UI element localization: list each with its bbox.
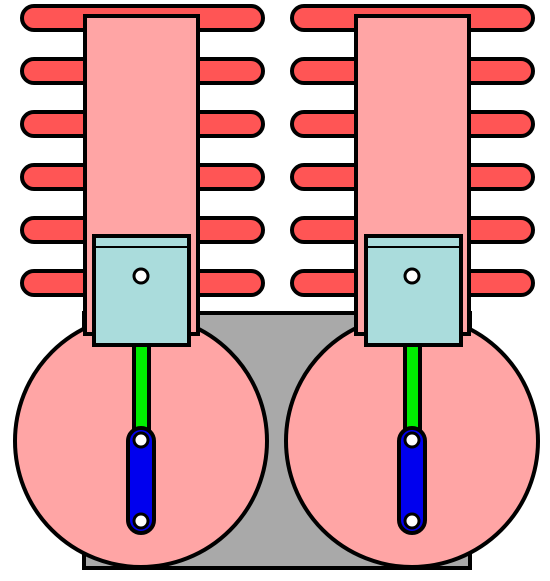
crank-link-right — [397, 426, 427, 535]
cylinder-right — [284, 4, 540, 569]
piston-right — [364, 234, 463, 347]
crank-pin-top-left — [132, 431, 150, 449]
crank-link-left — [126, 426, 156, 535]
connecting-rod-right — [403, 343, 422, 442]
crank-pin-bottom-left — [132, 512, 150, 530]
wrist-pin-left — [132, 267, 150, 285]
crank-pin-bottom-right — [403, 512, 421, 530]
connecting-rod-left — [132, 343, 151, 442]
piston-left — [92, 234, 191, 347]
crank-pin-top-right — [403, 431, 421, 449]
wrist-pin-right — [403, 267, 421, 285]
piston-body-right — [364, 234, 463, 347]
cylinder-left — [13, 4, 269, 569]
crank-arm-right — [397, 426, 427, 535]
piston-body-left — [92, 234, 191, 347]
crank-arm-left — [126, 426, 156, 535]
